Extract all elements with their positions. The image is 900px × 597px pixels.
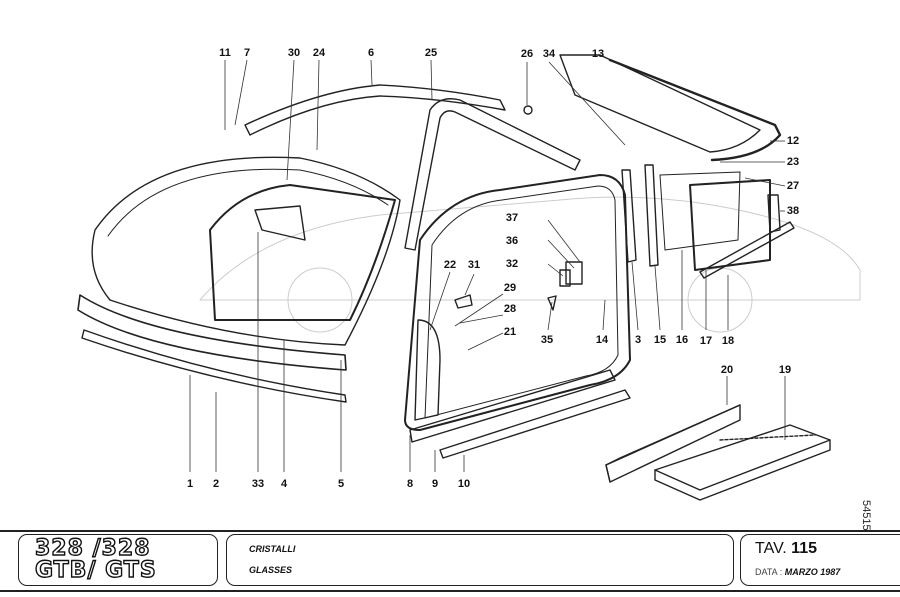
callout-22: 22 [443,259,457,271]
car-ghost-outline [199,196,861,333]
roof-seal [244,84,506,136]
callout-15: 15 [653,334,667,346]
callout-27: 27 [786,180,800,192]
inner-frame [209,184,396,321]
title-block-top-rule [0,530,900,532]
sealant-tube [605,404,741,483]
windscreen-glass [91,156,401,346]
rear-quarter-glass [559,54,761,153]
callout-32: 32 [505,258,519,270]
data-separator: : [779,567,783,577]
callout-34: 34 [542,48,556,60]
plate-number: TAV. 115 [755,540,817,558]
section-box: CRISTALLI GLASSES [226,534,734,586]
callout-5: 5 [337,478,345,490]
panel-22 [414,319,441,421]
data-label: DATA [755,567,778,577]
bolt-35 [547,295,557,311]
callout-2: 2 [212,478,220,490]
exploded-parts-diagram [77,54,861,501]
section-title-english: GLASSES [249,565,293,575]
callout-11: 11 [219,47,231,59]
callout-7: 7 [243,47,251,59]
callout-1: 1 [186,478,194,490]
sill-strip [409,369,616,443]
callout-38: 38 [786,205,800,217]
tav-number: 115 [791,540,817,557]
strip-18 [699,221,795,279]
callout-12: 12 [786,135,800,147]
callout-19: 19 [778,364,792,376]
clip-26 [523,105,533,115]
callout-16: 16 [675,334,689,346]
sill-trim [439,389,631,459]
channel-15 [644,164,659,267]
sheet-number: 54515 [860,500,872,531]
model-line-1: 328 /328 [34,536,151,561]
lower-trim-strip [81,329,347,403]
callout-20: 20 [720,364,734,376]
plate-date: DATA : MARZO 1987 [755,567,840,577]
callout-24: 24 [312,47,326,59]
model-box: 328 /328 GTB/ GTS [18,534,218,586]
callout-4: 4 [280,478,288,490]
callout-29: 29 [503,282,517,294]
side-window-frame [689,179,771,271]
callout-31: 31 [467,259,481,271]
title-block-bottom-rule [0,590,900,592]
callout-6: 6 [367,47,375,59]
channel-3 [621,169,637,263]
side-window-glass [659,171,741,251]
callout-8: 8 [406,478,414,490]
callout-13: 13 [591,48,605,60]
callout-25: 25 [424,47,438,59]
windscreen-seal [77,294,347,371]
callout-10: 10 [457,478,471,490]
plate-info-box: TAV. 115 DATA : MARZO 1987 [740,534,900,586]
section-title-italian: CRISTALLI [249,544,296,554]
callout-28: 28 [503,303,517,315]
callout-30: 30 [287,47,301,59]
bracket-32 [559,269,571,287]
callout-14: 14 [595,334,609,346]
pin-31 [454,294,473,309]
callout-9: 9 [431,478,439,490]
callout-21: 21 [503,326,517,338]
bracket-38 [767,194,781,233]
callout-36: 36 [505,235,519,247]
callout-35: 35 [540,334,554,346]
callout-17: 17 [699,335,713,347]
rubber-strip-pack [654,424,831,501]
rear-glass-seal [608,58,782,162]
callout-3: 3 [634,334,642,346]
data-value: MARZO 1987 [784,567,841,577]
mirror-33 [254,205,306,241]
callout-33: 33 [251,478,265,490]
callout-26: 26 [520,48,534,60]
tav-label: TAV. [755,540,787,557]
callout-23: 23 [786,156,800,168]
callout-37: 37 [505,212,519,224]
a-pillar-seal [404,98,581,251]
hinge-plate-37 [565,261,583,285]
model-line-2: GTB/ GTS [34,558,157,583]
callout-18: 18 [721,335,735,347]
